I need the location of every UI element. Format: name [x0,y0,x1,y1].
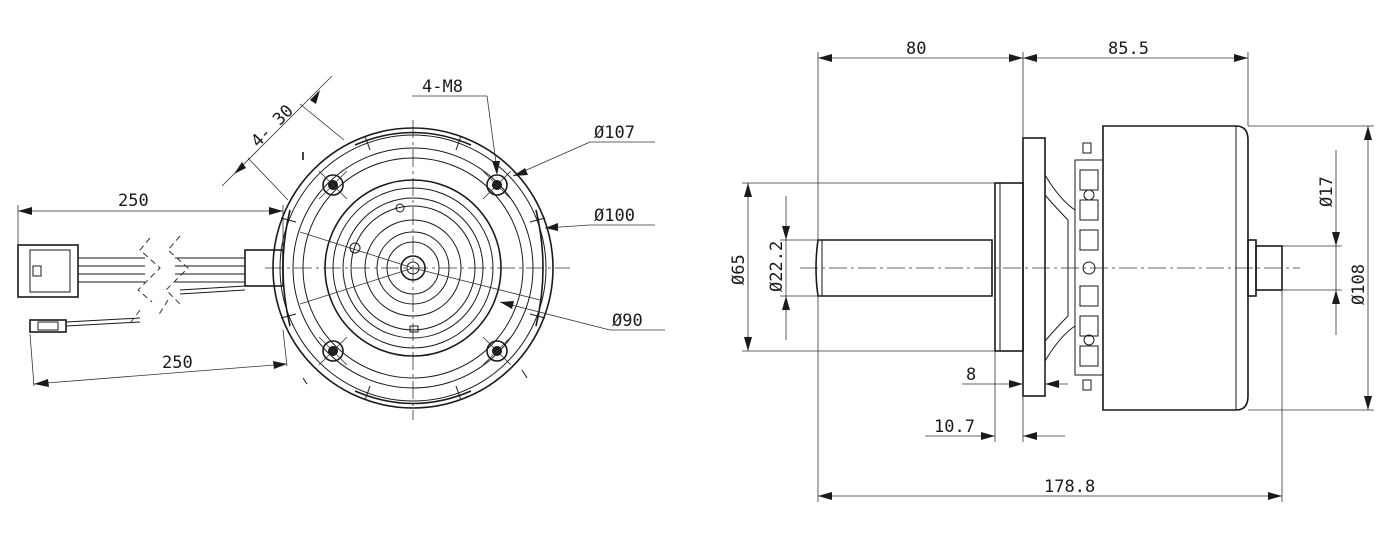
power-connector [17,244,79,298]
side-view: 80 85.5 Ø65 Ø22.2 Ø17 Ø108 [729,39,1374,502]
bolt-hole [482,336,512,366]
dia-22-2-label: Ø22.2 [767,241,787,292]
length-10-7-label: 10.7 [934,417,975,437]
dia-65-label: Ø65 [729,254,749,285]
signal-connector [29,319,67,333]
flange [1022,137,1046,397]
length-total-label: 178.8 [1044,477,1095,497]
cable-length-lower-label: 250 [162,353,193,373]
tab-angle-label: 4- 30 [247,101,297,151]
motor-body [1102,125,1249,411]
rear-shaft [1255,245,1283,291]
dia-90-label: Ø90 [612,311,643,331]
flange-circle [324,179,502,357]
bolt-hole [482,170,512,200]
bolt-hole [318,170,348,200]
length-80-label: 80 [906,39,926,59]
dia-108-label: Ø108 [1349,264,1369,305]
housing-outer [272,127,554,409]
dia-17-label: Ø17 [1317,176,1337,207]
dia-107-label: Ø107 [594,123,635,143]
dia-100-label: Ø100 [594,206,635,226]
cable-length-upper-label: 250 [118,191,149,211]
bolt-hole [318,336,348,366]
hub [994,182,1024,352]
length-8-label: 8 [966,365,976,385]
shaft-end [400,255,426,281]
front-view: 250 250 4- 30 4-M8 Ø107 Ø100 Ø [17,75,665,420]
cable-gland [244,249,284,287]
length-85-5-label: 85.5 [1108,39,1149,59]
output-shaft [815,239,993,297]
bolt-pattern-label: 4-M8 [422,77,463,97]
